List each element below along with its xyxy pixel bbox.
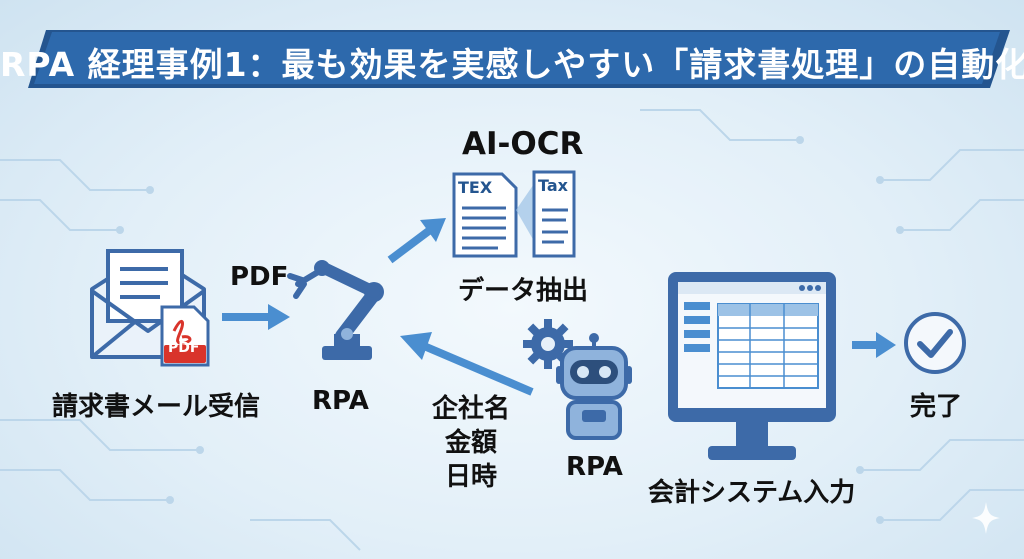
arrow-rpa-to-ocr-icon <box>387 218 446 264</box>
title-banner <box>28 30 1010 88</box>
robot-icon <box>556 333 632 440</box>
email-receive-label: 請求書メール受信 <box>52 392 261 422</box>
extracted-fields-list: 企社名 金額 日時 <box>432 392 510 494</box>
extracted-field-datetime: 日時 <box>445 462 498 492</box>
page-title: RPA 経理事例1：最も効果を実感しやすい「請求書処理」の自動化 <box>0 45 1024 84</box>
accounting-monitor-icon <box>668 272 836 460</box>
arrow-to-done-icon <box>852 332 896 358</box>
ocr-doc-right-text: Tax <box>538 176 568 195</box>
pdf-flow-label: PDF <box>230 262 289 292</box>
done-label: 完了 <box>910 392 963 422</box>
accounting-input-label: 会計システム入力 <box>648 478 856 508</box>
sparkle-icon <box>972 502 1000 534</box>
ai-ocr-title: AI-OCR <box>462 126 584 162</box>
extracted-field-amount: 金額 <box>445 428 498 458</box>
ocr-doc-left-text: TEX <box>458 178 493 197</box>
arrow-robot-to-rpa-icon <box>400 332 534 396</box>
ocr-documents-icon <box>452 170 576 258</box>
pdf-badge-label: PDF <box>168 340 200 356</box>
extracted-field-company: 企社名 <box>432 394 511 424</box>
robot-arm-icon <box>287 260 384 360</box>
data-extraction-label: データ抽出 <box>458 276 589 306</box>
check-circle-icon <box>904 312 966 374</box>
gear-icon <box>523 319 573 369</box>
arrow-email-to-rpa-icon <box>222 304 290 330</box>
rpa-arm-label: RPA <box>312 386 369 416</box>
rpa-robot-label: RPA <box>566 452 623 482</box>
pdf-file-icon <box>160 305 210 367</box>
